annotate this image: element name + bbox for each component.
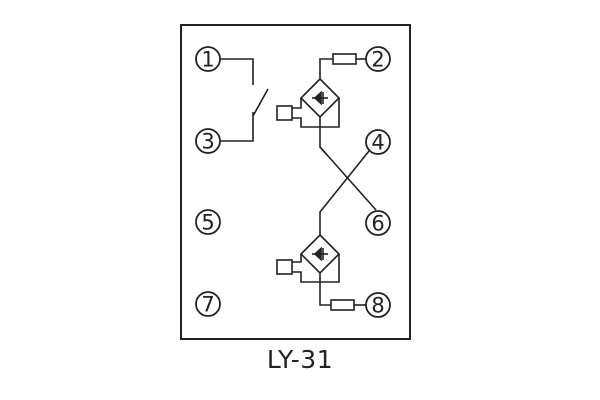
terminal-8: 8 xyxy=(365,292,391,318)
terminal-2: 2 xyxy=(365,46,391,72)
coil-icon xyxy=(276,105,293,121)
resistor-icon xyxy=(332,53,357,65)
terminal-6: 6 xyxy=(365,210,391,236)
terminal-2-label: 2 xyxy=(371,48,384,72)
terminal-3-label: 3 xyxy=(201,130,214,154)
relay-housing xyxy=(180,24,411,340)
lower-rectifier-module xyxy=(276,233,366,311)
terminal-7: 7 xyxy=(195,291,221,317)
terminal-8-label: 8 xyxy=(371,294,384,318)
terminal-1-label: 1 xyxy=(201,48,214,72)
terminal-4: 4 xyxy=(365,129,391,155)
crossing-wires xyxy=(319,150,370,235)
terminal-3: 3 xyxy=(195,128,221,154)
resistor-icon xyxy=(330,299,355,311)
terminal-4-label: 4 xyxy=(371,131,384,155)
terminal-7-label: 7 xyxy=(201,293,214,317)
terminal-1: 1 xyxy=(195,46,221,72)
terminal-5-label: 5 xyxy=(201,211,214,235)
terminal-5: 5 xyxy=(195,209,221,235)
terminal-6-label: 6 xyxy=(371,212,384,236)
contact-switch xyxy=(220,58,269,142)
model-caption: LY-31 xyxy=(266,345,334,374)
upper-rectifier-module xyxy=(276,53,377,211)
coil-icon xyxy=(276,259,293,275)
